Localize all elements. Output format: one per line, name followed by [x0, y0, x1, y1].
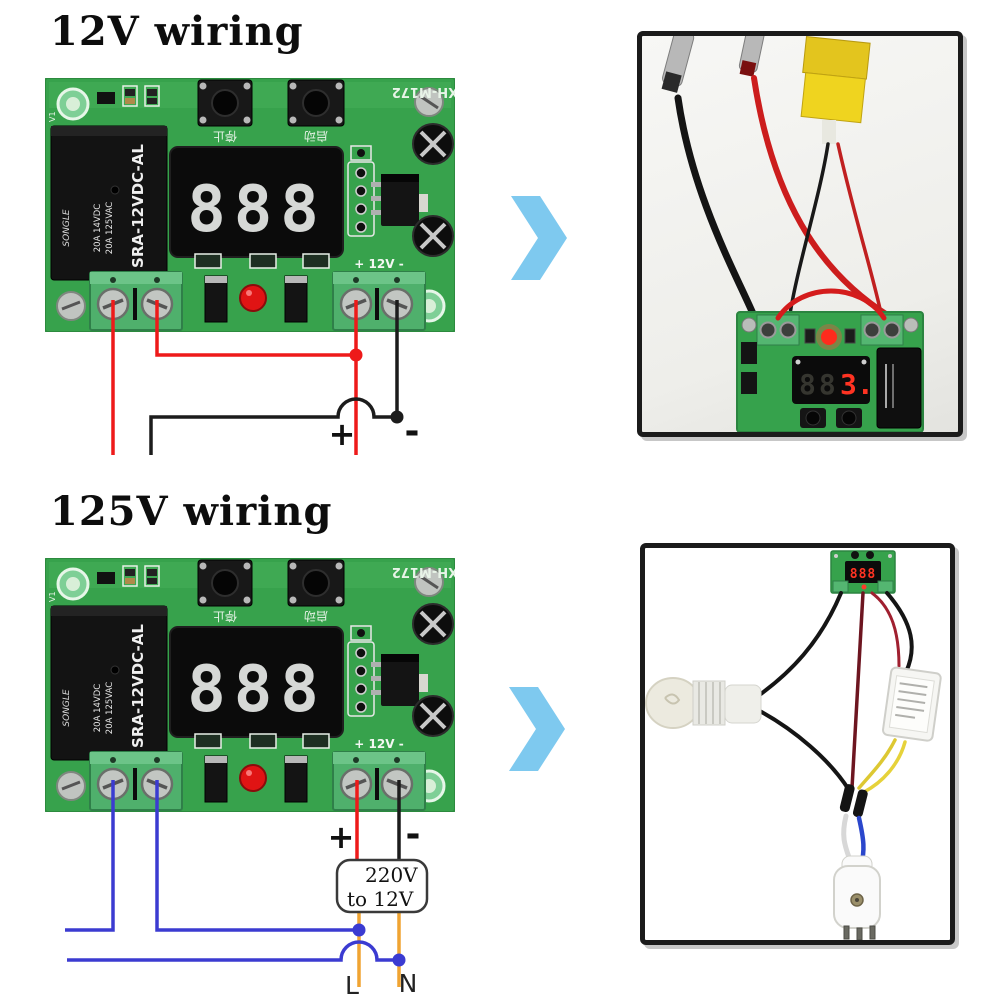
cable-connectors [839, 784, 868, 818]
plug-pins [843, 925, 876, 940]
alligator-clip-black [661, 36, 695, 93]
wire-adapter-yellow-2 [862, 740, 907, 794]
photo-12v-result: 88 3. [637, 31, 963, 437]
wire-clip-black [674, 94, 758, 320]
pack-wire-stub [822, 120, 836, 144]
photo-status-led [861, 584, 867, 590]
pcb-module-125v [45, 558, 455, 812]
photo-terminal-left [832, 580, 849, 593]
photo-display: 88 3. [792, 356, 874, 404]
plus-label: + [329, 415, 356, 453]
wiring-diagram-12v: + - [45, 78, 455, 455]
module-photo: 88 3. [736, 288, 924, 432]
wire-relay-out2-blue [155, 780, 359, 932]
photo-status-led [821, 329, 837, 345]
photo-display [845, 561, 881, 583]
wire-pack-red [836, 142, 884, 320]
smd [804, 328, 816, 344]
arrow-right-icon [511, 196, 567, 280]
wire-module-to-adapter-red [870, 591, 901, 668]
wire-minus-branch-black [149, 397, 397, 455]
section-12v-title: 12V wiring [50, 8, 304, 55]
power-adapter [882, 666, 942, 742]
alligator-clip-red [738, 36, 765, 77]
photo-display-off-digits: 88 [799, 368, 839, 401]
photo-terminal-right [877, 580, 894, 593]
minus-label: - [405, 411, 420, 452]
wire-neutral-return-blue [67, 940, 399, 962]
plus-label: + [328, 818, 355, 856]
neutral-label: N [399, 969, 418, 998]
photo-buttons [800, 408, 862, 428]
smd [741, 372, 757, 394]
wire-module-to-lamp-black [756, 591, 843, 698]
wire-module-down-maroon [850, 591, 865, 790]
wire-jumper-red-arc [775, 288, 887, 321]
adapter-label [888, 675, 935, 734]
wire-relay-out2-red [155, 300, 356, 357]
smd [844, 328, 856, 344]
transformer-label-line2: to 12V [347, 887, 414, 911]
photo-display-lit-digit: 3. [840, 368, 874, 401]
arrow-chevron [509, 687, 565, 771]
pcb-module-12v [45, 78, 455, 332]
smd [741, 342, 757, 364]
arrow-right-icon [509, 687, 565, 771]
junction-dot-blue-1 [352, 923, 366, 937]
arrow-chevron [511, 196, 567, 280]
module-photo: 888 [830, 550, 896, 594]
wire-adapter-yellow-1 [857, 738, 897, 790]
battery-pack-taped [800, 36, 871, 124]
photo-125v-result: 888 [640, 543, 955, 945]
junction-dot-blue-2 [392, 953, 406, 967]
junction-dot-red [349, 348, 363, 362]
wire-module-to-adapter-black [885, 591, 914, 674]
wire-lamp-to-plug-black [756, 708, 851, 792]
lamp-body [724, 684, 762, 724]
section-125v-title: 125V wiring [50, 488, 333, 535]
photo-relay [876, 347, 922, 429]
wire-pack-black [788, 142, 830, 316]
line-label: L [345, 971, 359, 1000]
photo-display-digits: 888 [850, 567, 876, 582]
wire-relay-out1-blue [65, 780, 115, 932]
minus-label: - [406, 814, 421, 855]
junction-dot-black [390, 410, 404, 424]
transformer-label-line1: 220V [365, 863, 418, 887]
photo-button [866, 551, 874, 559]
photo-button [851, 551, 859, 559]
lamp [645, 677, 762, 729]
power-plug [833, 855, 881, 940]
transformer-box: 220V to 12V [335, 858, 429, 914]
wiring-diagram-125v: + - 220V to 12V L N [45, 558, 455, 1000]
